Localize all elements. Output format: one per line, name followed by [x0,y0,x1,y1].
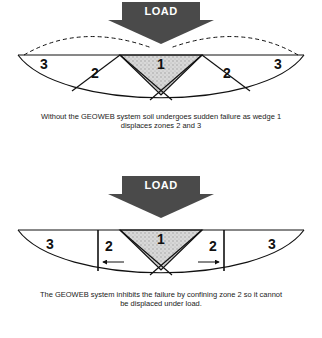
load-label: LOAD [144,179,177,191]
callout-number: 2 [91,65,99,81]
load-arrow [108,2,214,44]
callout-number: 3 [268,236,276,252]
callout-number: 3 [46,236,54,252]
caption-text: Without the GEOWEB system soil undergoes… [36,112,286,130]
failure-zones [18,37,304,100]
callout-number: 3 [40,56,48,72]
callout-number: 1 [157,231,165,247]
load-label: LOAD [144,5,177,17]
confined-zones [18,230,304,275]
callout-number: 3 [274,56,282,72]
load-arrow [108,176,214,218]
callout-number: 2 [105,238,113,254]
callout-number: 1 [157,56,165,72]
callout-number: 2 [209,238,217,254]
callout-number: 2 [223,65,231,81]
caption-text: The GEOWEB system inhibits the failure b… [36,290,286,308]
